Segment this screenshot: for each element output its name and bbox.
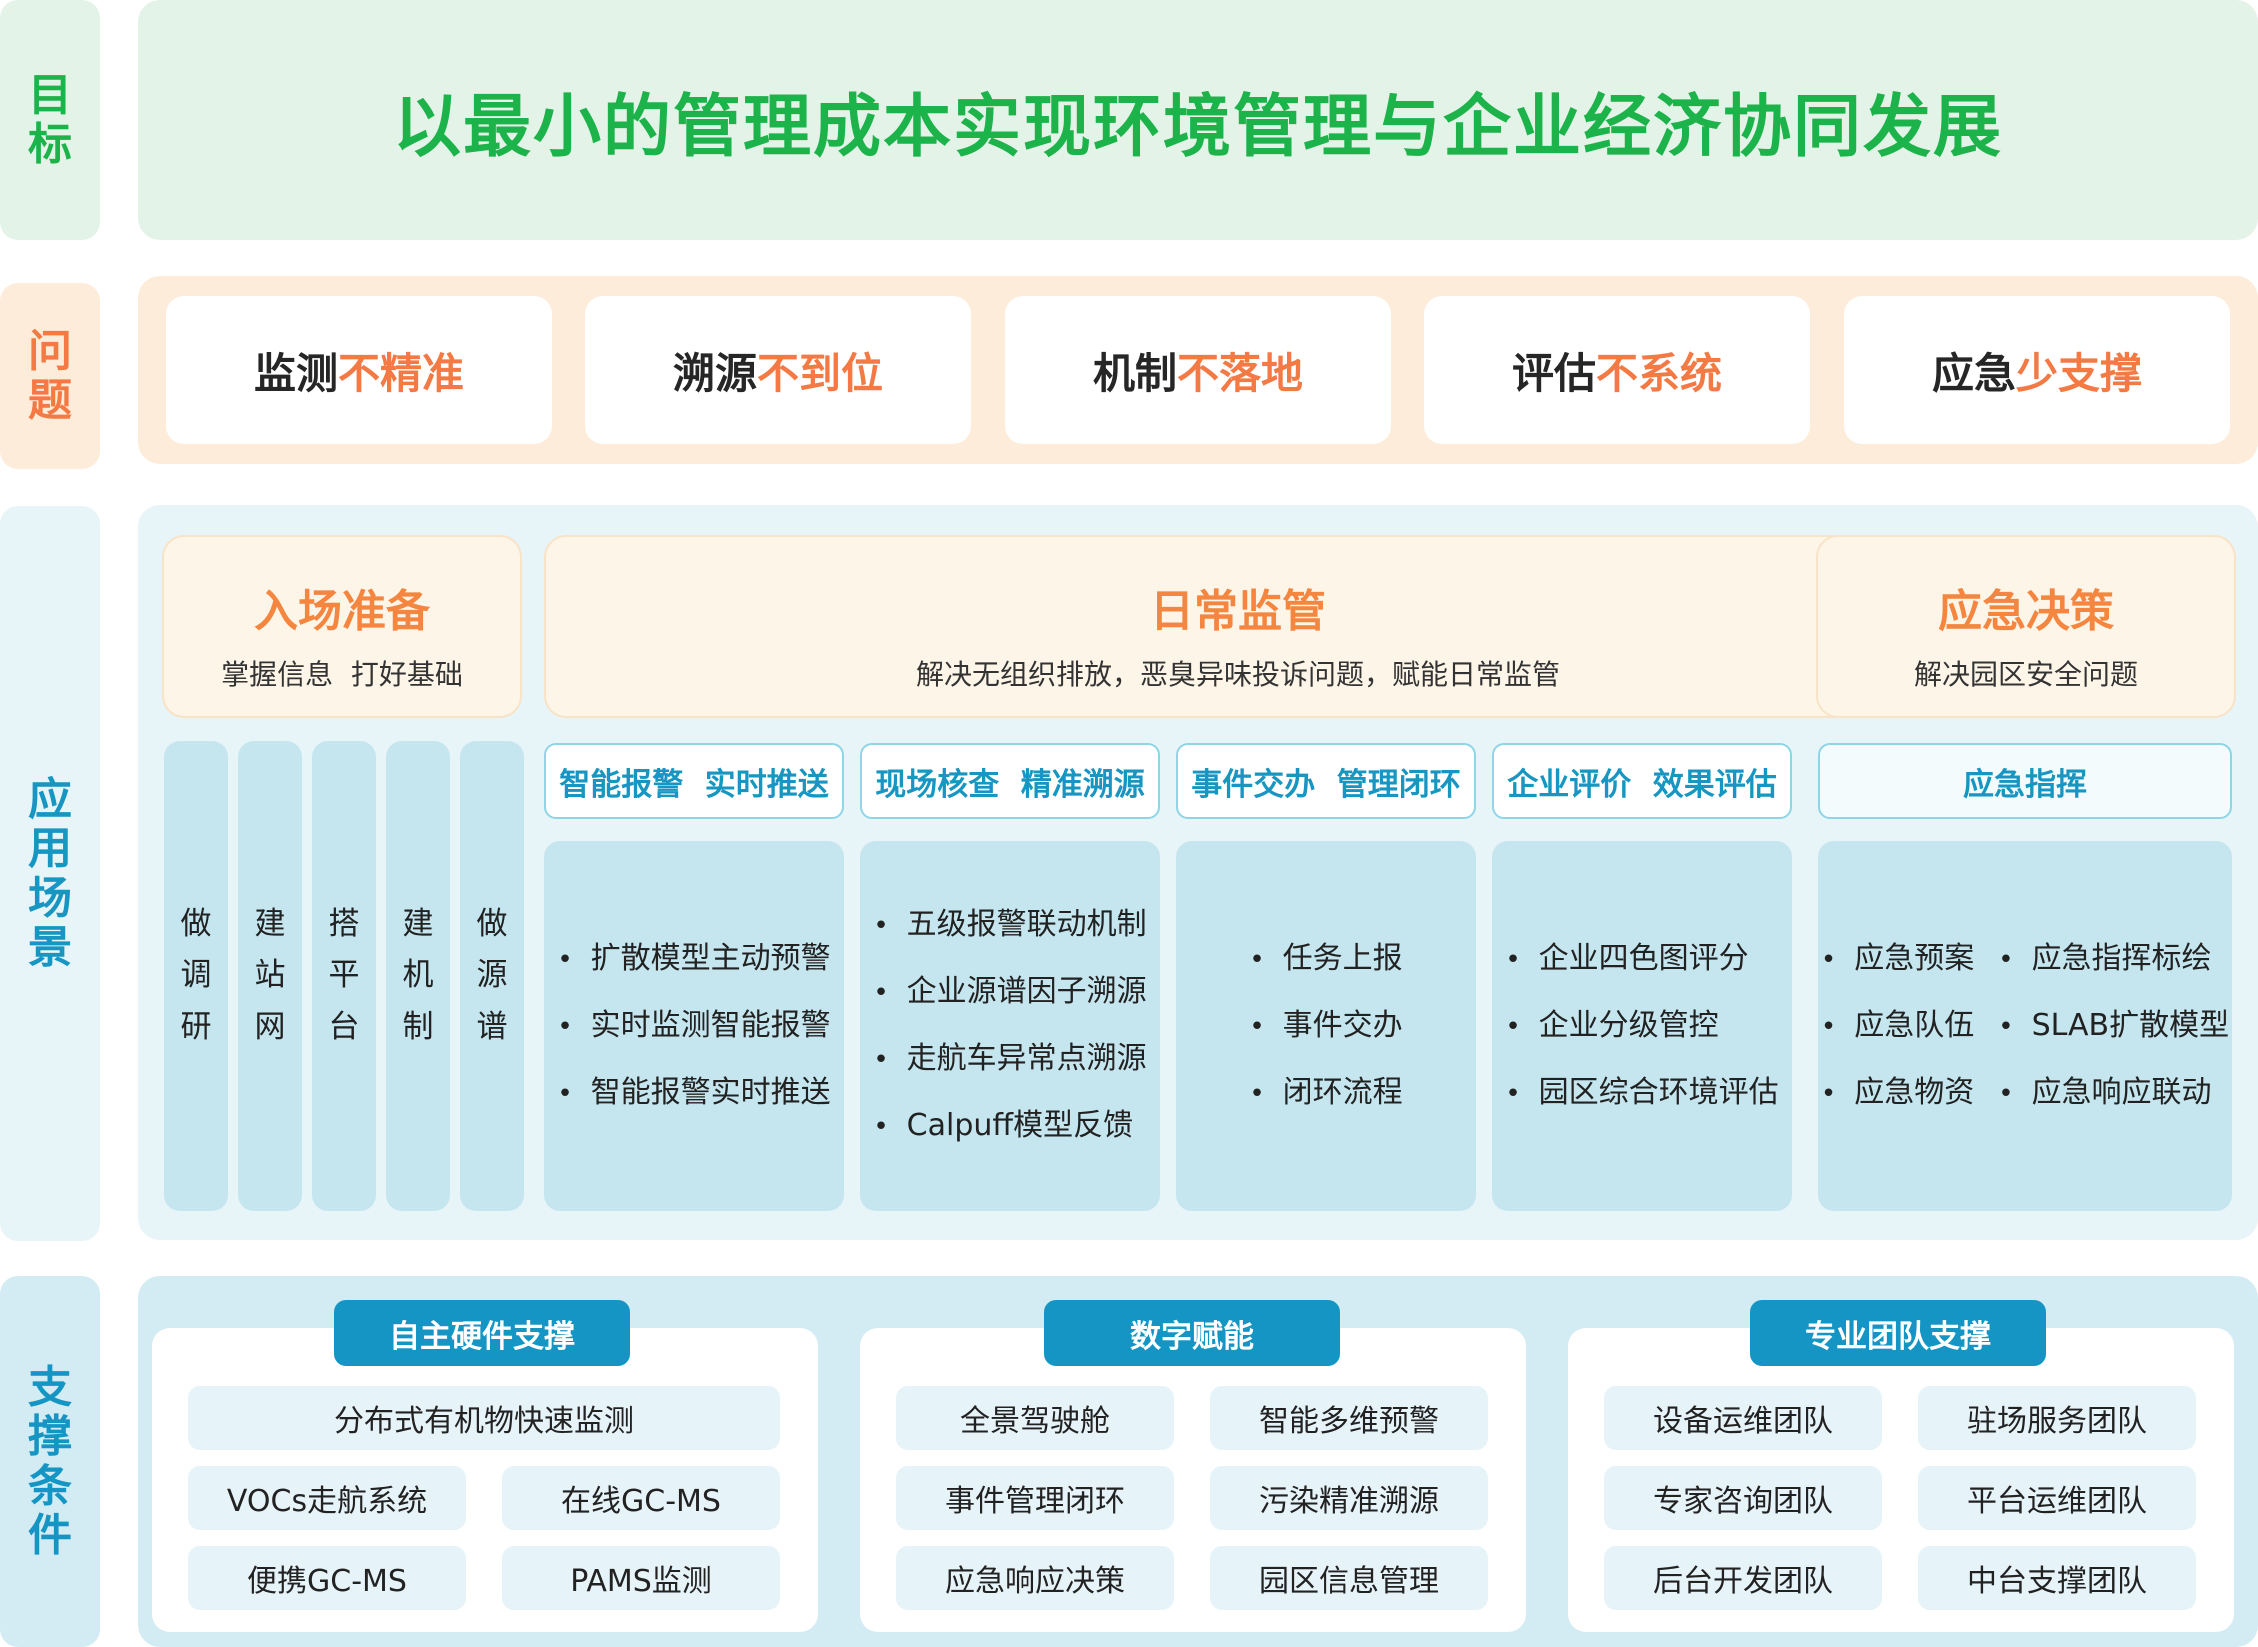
support-chip: VOCs走航系统 xyxy=(188,1466,466,1530)
problem-card: 应急少支撑 xyxy=(1844,296,2230,444)
list-item: 智能报警实时推送 xyxy=(557,1060,831,1127)
problem-key: 评估 xyxy=(1511,348,1596,398)
support-chip: 智能多维预警 xyxy=(1210,1386,1488,1450)
phase-entry-prep: 入场准备 掌握信息 打好基础 xyxy=(162,535,522,718)
problem-card: 溯源不到位 xyxy=(585,296,971,444)
support-group-digital: 数字赋能 全景驾驶舱 智能多维预警 事件管理闭环 污染精准溯源 应急响应决策 园… xyxy=(860,1300,1526,1632)
problem-negative: 不到位 xyxy=(757,348,884,398)
prep-step: 做调研 xyxy=(164,741,228,1211)
support-group-hardware: 自主硬件支撑 分布式有机物快速监测 VOCs走航系统 在线GC-MS 便携GC-… xyxy=(152,1300,818,1632)
list-item: 任务上报 xyxy=(1249,926,1403,993)
problem-negative: 不系统 xyxy=(1596,348,1723,398)
goal-panel: 以最小的管理成本实现环境管理与企业经济协同发展 xyxy=(138,0,2258,240)
phase-title: 日常监管 xyxy=(1150,586,1326,637)
support-header: 专业团队支撑 xyxy=(1750,1300,2046,1366)
support-chip: 设备运维团队 xyxy=(1604,1386,1882,1450)
support-chip: 专家咨询团队 xyxy=(1604,1466,1882,1530)
phase-subtitle: 掌握信息 打好基础 xyxy=(221,658,463,691)
support-chip: 平台运维团队 xyxy=(1918,1466,2196,1530)
problem-negative: 不落地 xyxy=(1177,348,1304,398)
support-header: 数字赋能 xyxy=(1044,1300,1340,1366)
prep-step: 建机制 xyxy=(386,741,450,1211)
scenario-box: 扩散模型主动预警 实时监测智能报警 智能报警实时推送 xyxy=(544,841,844,1211)
list-item: SLAB扩散模型 xyxy=(1998,993,2230,1060)
problem-negative: 不精准 xyxy=(338,348,465,398)
list-item: Calpuff模型反馈 xyxy=(873,1093,1146,1160)
list-item: 园区综合环境评估 xyxy=(1505,1060,1779,1127)
prep-step: 做源谱 xyxy=(460,741,524,1211)
list-item: 应急队伍 xyxy=(1821,993,1974,1060)
list-item: 事件交办 xyxy=(1249,993,1403,1060)
list-item: 应急指挥标绘 xyxy=(1998,926,2229,993)
scenario-box: 企业四色图评分 企业分级管控 园区综合环境评估 xyxy=(1492,841,1792,1211)
scenario-tag: 现场核查 精准溯源 xyxy=(860,743,1160,819)
prep-step: 建站网 xyxy=(238,741,302,1211)
scenario-tag: 企业评价 效果评估 xyxy=(1492,743,1792,819)
list-item: 企业源谱因子溯源 xyxy=(873,959,1147,1026)
support-chip: PAMS监测 xyxy=(502,1546,780,1610)
phase-subtitle: 解决园区安全问题 xyxy=(1913,658,2138,691)
scenario-box: 任务上报 事件交办 闭环流程 xyxy=(1176,841,1476,1211)
scenario-tag: 智能报警 实时推送 xyxy=(544,743,844,819)
list-item: 实时监测智能报警 xyxy=(557,993,831,1060)
support-chip: 便携GC-MS xyxy=(188,1546,466,1610)
scenario-box: 应急预案 应急指挥标绘 应急队伍 SLAB扩散模型 应急物资 应急响应联动 xyxy=(1818,841,2232,1211)
support-chip: 分布式有机物快速监测 xyxy=(188,1386,780,1450)
list-item: 应急物资 xyxy=(1821,1060,1974,1127)
support-chip: 园区信息管理 xyxy=(1210,1546,1488,1610)
support-group-team: 专业团队支撑 设备运维团队 驻场服务团队 专家咨询团队 平台运维团队 后台开发团… xyxy=(1568,1300,2234,1632)
support-header: 自主硬件支撑 xyxy=(334,1300,630,1366)
list-item: 五级报警联动机制 xyxy=(873,892,1147,959)
support-chip: 全景驾驶舱 xyxy=(896,1386,1174,1450)
scenario-box: 五级报警联动机制 企业源谱因子溯源 走航车异常点溯源 Calpuff模型反馈 xyxy=(860,841,1160,1211)
support-chip: 后台开发团队 xyxy=(1604,1546,1882,1610)
support-chip: 污染精准溯源 xyxy=(1210,1466,1488,1530)
problem-card: 机制不落地 xyxy=(1005,296,1391,444)
problem-key: 应急 xyxy=(1931,348,2016,398)
support-chip: 驻场服务团队 xyxy=(1918,1386,2196,1450)
phase-emergency-decision: 应急决策 解决园区安全问题 xyxy=(1816,535,2236,718)
problem-card: 监测不精准 xyxy=(166,296,552,444)
side-label-support: 支撑条件 xyxy=(0,1276,100,1647)
phase-daily-supervision: 日常监管 解决无组织排放，恶臭异味投诉问题，赋能日常监管 xyxy=(544,535,1932,718)
support-panel: 自主硬件支撑 分布式有机物快速监测 VOCs走航系统 在线GC-MS 便携GC-… xyxy=(138,1276,2258,1647)
support-chip: 在线GC-MS xyxy=(502,1466,780,1530)
list-item: 闭环流程 xyxy=(1249,1060,1403,1127)
support-chip: 应急响应决策 xyxy=(896,1546,1174,1610)
problem-panel: 监测不精准 溯源不到位 机制不落地 评估不系统 应急少支撑 xyxy=(138,276,2258,464)
problem-negative: 少支撑 xyxy=(2016,348,2143,398)
support-chip: 中台支撑团队 xyxy=(1918,1546,2196,1610)
problem-key: 溯源 xyxy=(672,348,757,398)
list-item: 扩散模型主动预警 xyxy=(557,926,831,993)
scenario-tag: 应急指挥 xyxy=(1818,743,2232,819)
prep-step: 搭平台 xyxy=(312,741,376,1211)
problem-key: 监测 xyxy=(253,348,338,398)
list-item: 企业分级管控 xyxy=(1505,993,1778,1060)
problem-card: 评估不系统 xyxy=(1424,296,1810,444)
problem-key: 机制 xyxy=(1092,348,1177,398)
side-label-scenario: 应用场景 xyxy=(0,506,100,1241)
phase-title: 入场准备 xyxy=(254,586,430,637)
side-label-problem: 问题 xyxy=(0,283,100,469)
list-item: 应急预案 xyxy=(1821,926,1974,993)
phase-subtitle: 解决无组织排放，恶臭异味投诉问题，赋能日常监管 xyxy=(915,658,1560,691)
scenario-panel: 入场准备 掌握信息 打好基础 日常监管 解决无组织排放，恶臭异味投诉问题，赋能日… xyxy=(138,505,2258,1240)
support-chip: 事件管理闭环 xyxy=(896,1466,1174,1530)
goal-text: 以最小的管理成本实现环境管理与企业经济协同发展 xyxy=(392,87,2003,167)
list-item: 应急响应联动 xyxy=(1998,1060,2229,1127)
side-label-goal: 目标 xyxy=(0,0,100,240)
list-item: 走航车异常点溯源 xyxy=(873,1026,1147,1093)
list-item: 企业四色图评分 xyxy=(1505,926,1778,993)
scenario-tag: 事件交办 管理闭环 xyxy=(1176,743,1476,819)
phase-title: 应急决策 xyxy=(1938,586,2114,637)
